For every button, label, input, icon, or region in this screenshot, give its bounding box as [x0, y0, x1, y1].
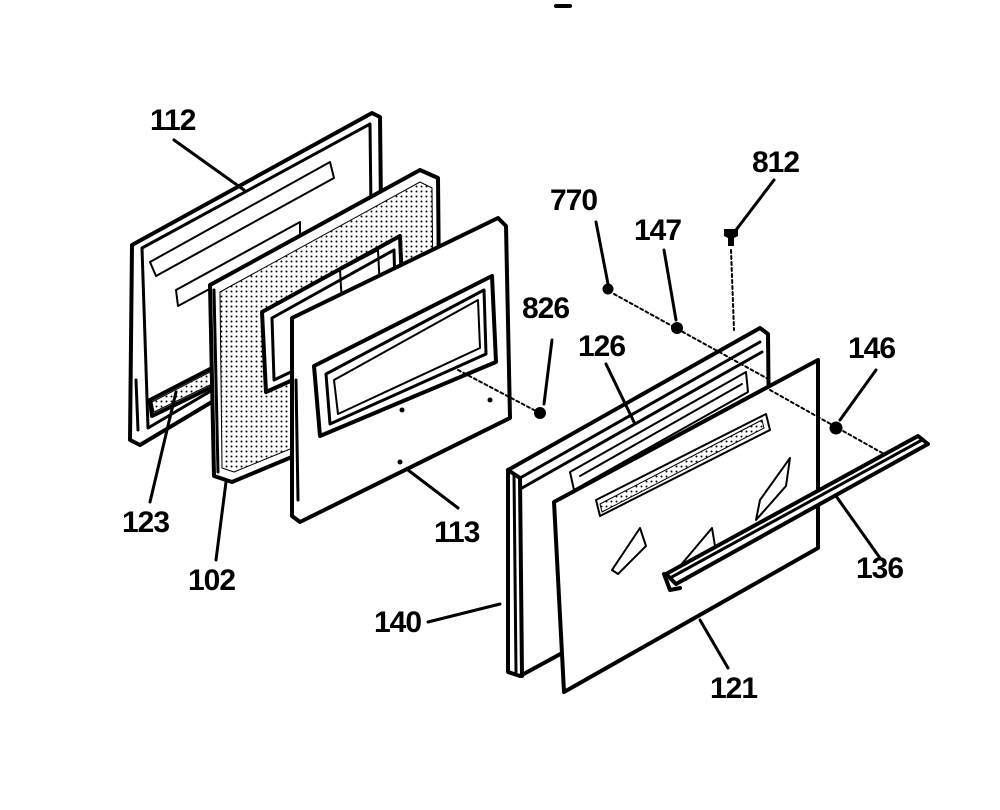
part-826-screw [457, 369, 546, 419]
part-146-clip [769, 389, 885, 455]
label-121: 121 [710, 672, 757, 705]
label-146: 146 [848, 332, 895, 365]
label-113: 113 [434, 516, 480, 549]
label-136: 136 [856, 552, 903, 585]
label-126: 126 [578, 330, 625, 363]
part-113-inner-panel [290, 216, 512, 524]
part-770-clip [602, 283, 614, 295]
label-123: 123 [122, 506, 169, 539]
leader-lines [148, 138, 882, 670]
label-812: 812 [752, 146, 799, 179]
part-812-screw [724, 229, 738, 331]
part-147-clip [613, 293, 771, 381]
label-102: 102 [188, 564, 235, 597]
part-136-handle [662, 434, 930, 592]
label-770: 770 [550, 184, 597, 217]
part-number-labels: 112 123 102 113 826 770 147 812 126 146 … [122, 104, 904, 705]
label-147: 147 [634, 214, 681, 247]
label-140: 140 [374, 606, 421, 639]
label-112: 112 [150, 104, 196, 137]
label-826: 826 [522, 292, 569, 325]
